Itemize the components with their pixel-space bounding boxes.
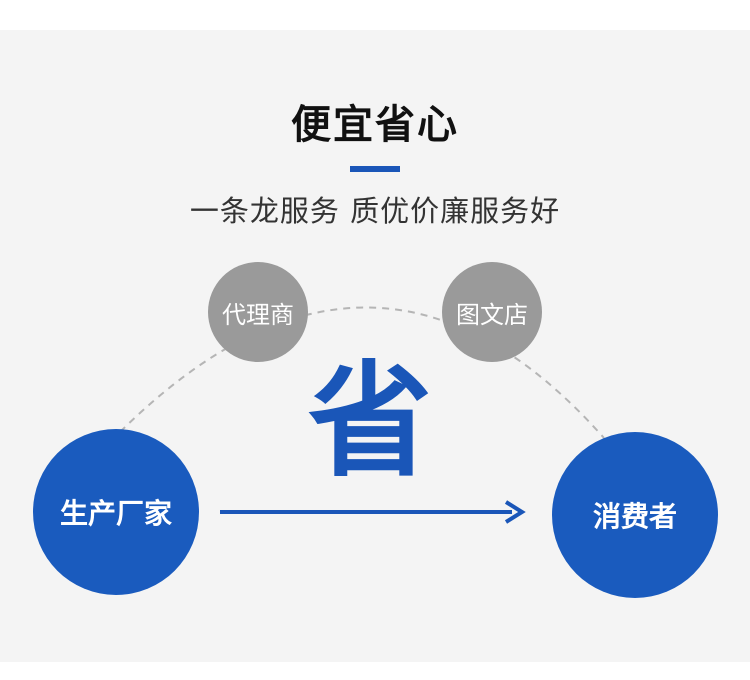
title-underline <box>350 166 400 172</box>
page-subtitle: 一条龙服务 质优价廉服务好 <box>189 194 561 228</box>
producer-node: 生产厂家 <box>33 429 199 595</box>
page-title: 便宜省心 <box>291 102 459 148</box>
consumer-label: 消费者 <box>592 500 677 533</box>
print-shop-label: 图文店 <box>456 300 528 329</box>
save-highlight-char: 省 <box>307 350 432 494</box>
agent-label: 代理商 <box>222 300 294 329</box>
producer-label: 生产厂家 <box>59 497 172 530</box>
direct-arrow-head <box>504 500 526 524</box>
consumer-node: 消费者 <box>552 432 718 598</box>
agent-node: 代理商 <box>208 262 308 362</box>
dashed-arc <box>119 306 605 439</box>
print-shop-node: 图文店 <box>442 262 542 362</box>
